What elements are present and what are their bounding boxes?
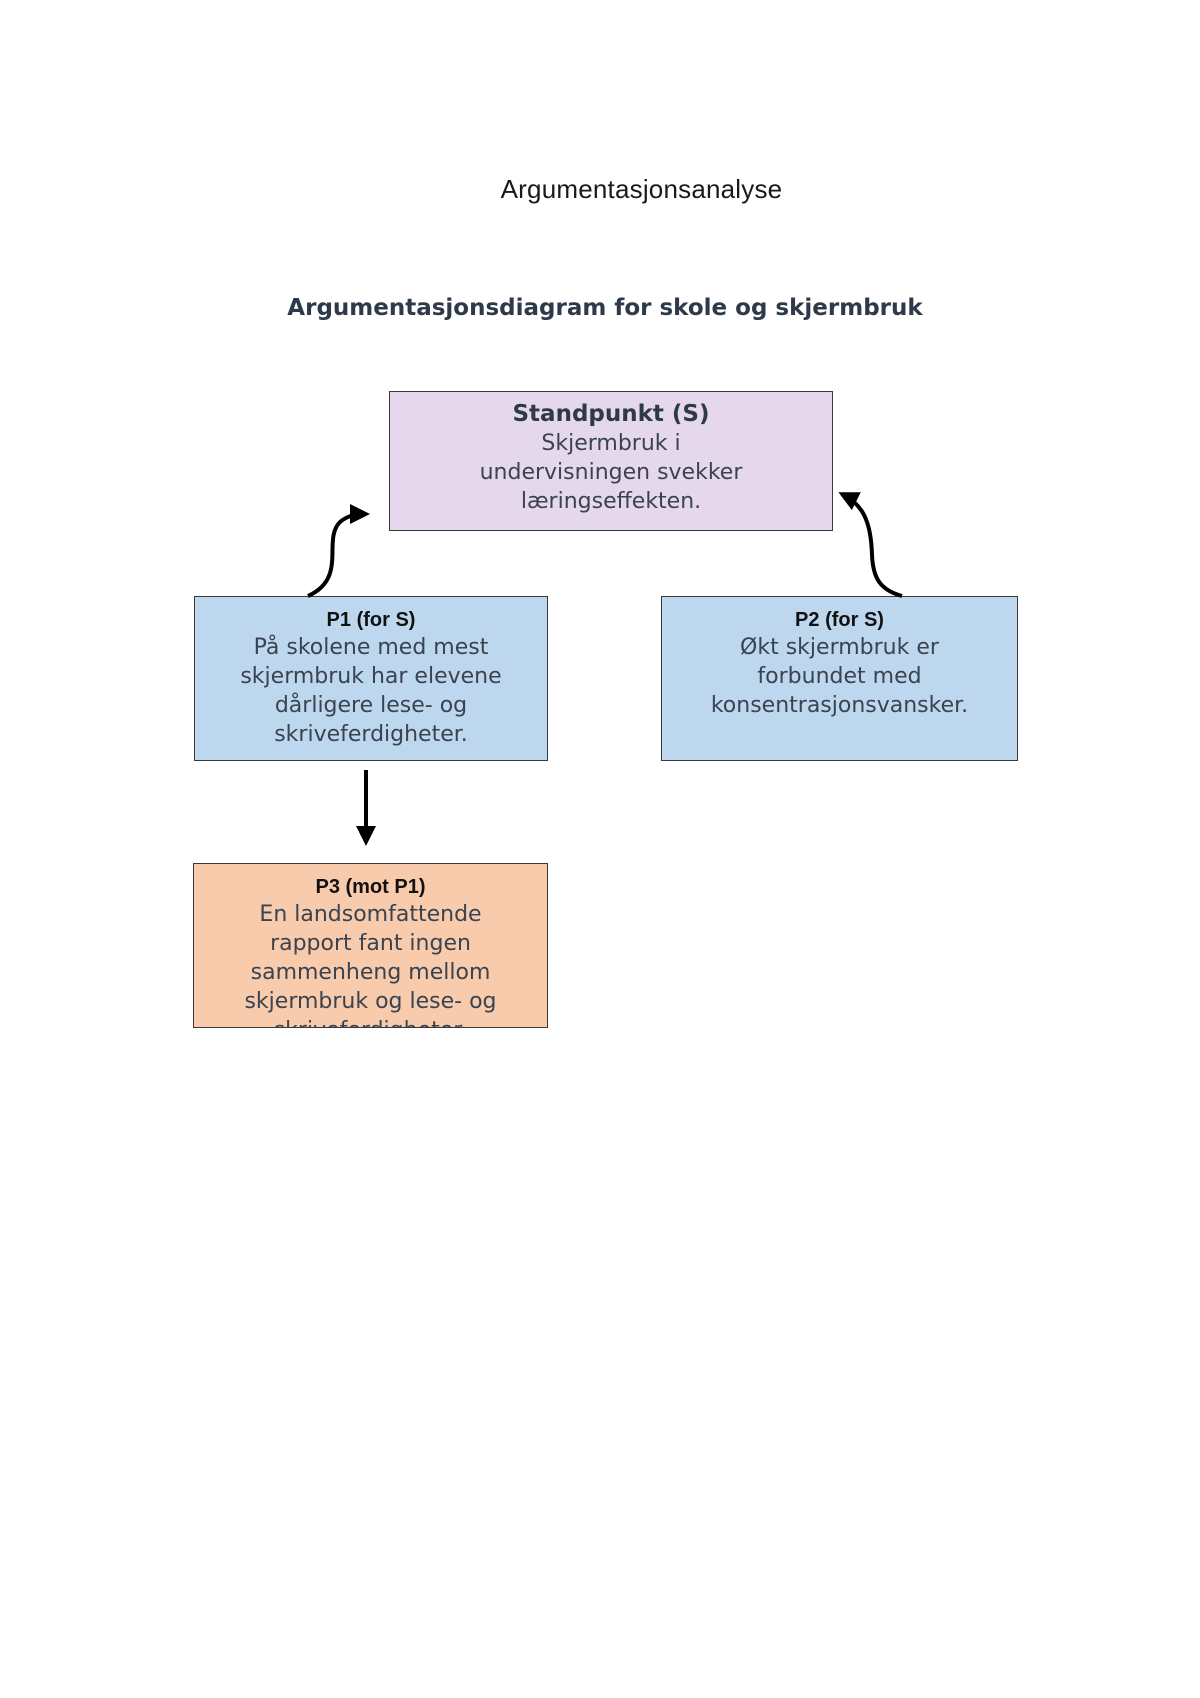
- standpunkt-text: Skjermbruk i undervisningen svekker læri…: [479, 431, 743, 514]
- premise-p1-label: P1 (for S): [326, 609, 416, 631]
- document-title: Argumentasjonsanalyse: [500, 174, 783, 204]
- premise-p2-text: Økt skjermbruk er forbundet med konsentr…: [710, 635, 969, 718]
- arrow-p2-to-standpunkt: [838, 492, 903, 598]
- premise-p3-box: P3 (mot P1) En landsomfattende rapport f…: [193, 863, 548, 1028]
- premise-p2-box: P2 (for S) Økt skjermbruk er forbundet m…: [661, 596, 1018, 761]
- diagram-title: Argumentasjonsdiagram for skole og skjer…: [287, 295, 923, 321]
- premise-p2-label: P2 (for S): [795, 609, 884, 631]
- premise-p3-text: En landsomfattende rapport fant ingen sa…: [244, 902, 497, 1027]
- standpunkt-box: Standpunkt (S) Skjermbruk i undervisning…: [389, 391, 833, 531]
- premise-p1-text: På skolene med mest skjermbruk har eleve…: [240, 635, 502, 747]
- premise-p3-label: P3 (mot P1): [315, 876, 426, 898]
- premise-p1-box: P1 (for S) På skolene med mest skjermbru…: [194, 596, 548, 761]
- standpunkt-label: Standpunkt (S): [512, 401, 710, 427]
- arrow-p1-to-standpunkt: [307, 504, 370, 598]
